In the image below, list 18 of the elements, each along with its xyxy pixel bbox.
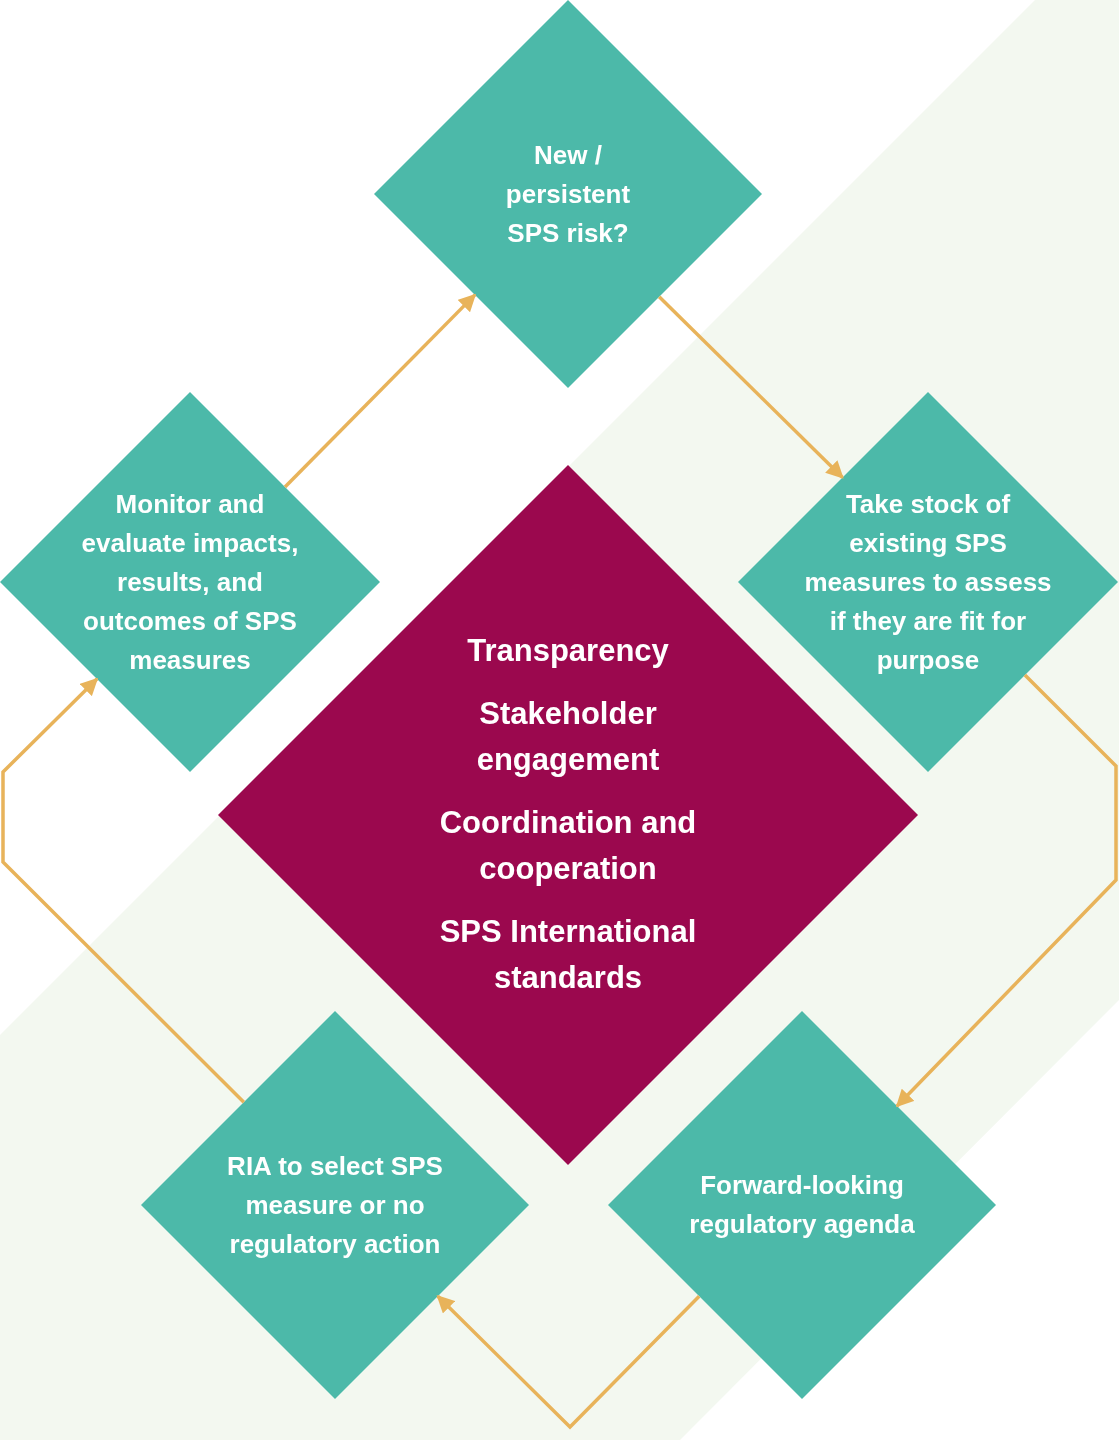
node-text: Monitor and evaluate impacts, results, and outcomes of SPS measures [80,487,300,677]
node-text: Take stock of existing SPS measures to assess if they are fit for purpose [803,487,1053,677]
arrow [436,1294,701,1430]
process-diamond [141,1011,529,1399]
process-diamond [608,1011,996,1399]
node-text: RIA to select SPS measure or no regulatory action [226,1149,444,1261]
arrow [1,677,246,1104]
node-text: Forward-looking regulatory agenda [688,1169,916,1241]
node-text: Transparency [467,632,669,671]
node-text: SPS International standards [438,912,698,998]
arrow [283,293,477,489]
arrow [657,295,844,479]
arrow [895,673,1118,1108]
process-diamond [374,0,762,388]
node-text: Coordination and cooperation [438,803,698,889]
process-diamond [0,392,380,772]
node-text: New / persistent SPS risk? [504,138,632,250]
node-text: Stakeholder engagement [475,694,661,780]
